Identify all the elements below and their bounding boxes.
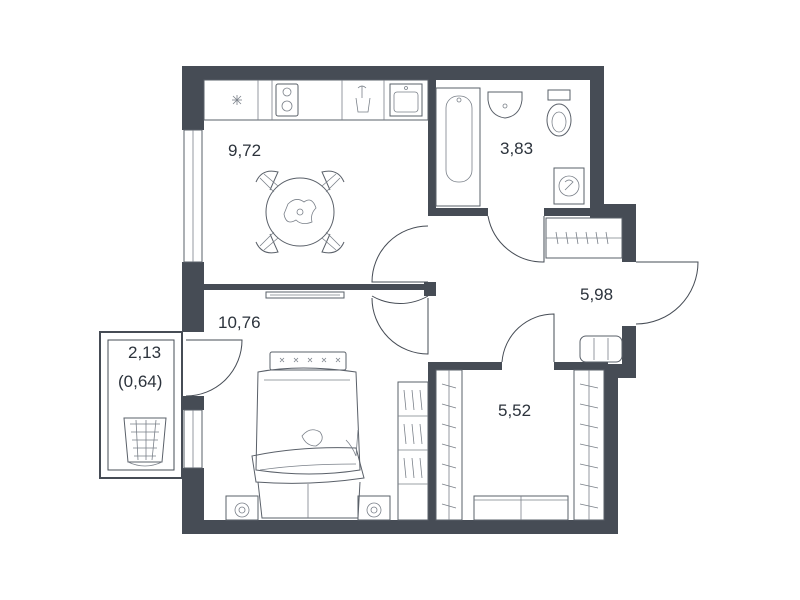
- room-area-balcony: 2,13: [128, 343, 161, 362]
- room-area-bedroom: 10,76: [218, 313, 261, 332]
- bathroom-fixtures: [435, 87, 585, 207]
- wardrobe-hallway: [545, 217, 623, 259]
- bedroom-furniture: [225, 291, 429, 521]
- room-area-balcony-reduced: (0,64): [118, 372, 162, 391]
- wardrobe-bedroom: [397, 381, 429, 521]
- room-area-hallway: 5,98: [580, 285, 613, 304]
- laundry-basket-icon: [123, 417, 167, 467]
- kitchen-sink-icon: [389, 83, 423, 117]
- storage-shelf-bottom: [473, 495, 569, 521]
- doors: [185, 215, 699, 397]
- room-labels: 9,72 3,83 5,98 10,76 2,13 (0,64) 5,52: [118, 139, 613, 420]
- fridge-icon: [232, 95, 242, 105]
- storage-furniture: [435, 369, 605, 521]
- washing-machine-icon: [553, 167, 585, 205]
- room-area-bathroom: 3,83: [500, 139, 533, 158]
- stove-icon: [275, 83, 299, 117]
- washbasin-icon: [487, 91, 523, 119]
- nightstand-right-icon: [357, 495, 391, 521]
- dining-table-icon: [255, 170, 345, 254]
- balcony-furniture: [123, 417, 167, 467]
- nightstand-left-icon: [225, 495, 259, 521]
- walls: [99, 66, 636, 534]
- bathtub-icon: [445, 95, 473, 183]
- bed-icon: [251, 351, 365, 519]
- hallway-fixtures: [545, 217, 623, 363]
- dishwasher-icon: [355, 85, 371, 113]
- kitchen-furniture: [203, 79, 429, 254]
- storage-shelf-right: [573, 369, 605, 521]
- room-area-storage: 5,52: [498, 401, 531, 420]
- toilet-icon: [546, 89, 572, 137]
- air-conditioner-icon: [265, 291, 345, 299]
- windows: [183, 129, 203, 469]
- room-area-kitchen: 9,72: [228, 141, 261, 160]
- storage-shelf-left: [435, 369, 463, 521]
- shoe-rack-icon: [579, 335, 623, 363]
